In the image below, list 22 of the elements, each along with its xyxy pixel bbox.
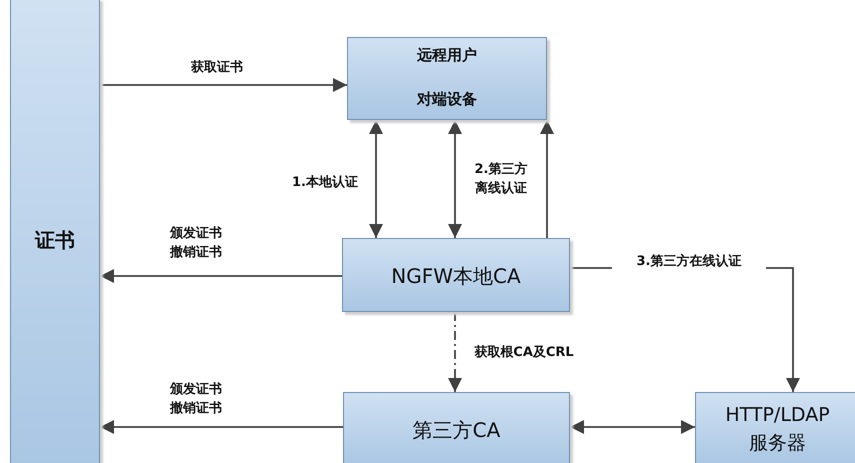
node-label: 对端设备 [416, 90, 478, 109]
node-label: 证书 [34, 227, 76, 254]
arrow [100, 420, 343, 434]
arrow [369, 120, 383, 238]
node-label: 远程用户 [416, 46, 478, 65]
process-box [342, 238, 570, 312]
arrow [448, 120, 462, 238]
dashed-arrow [448, 312, 462, 392]
edge-label: 1.本地认证 [291, 174, 359, 192]
process-box [695, 392, 855, 463]
edge-label: 2.第三方离线认证 [474, 160, 528, 198]
arrow [570, 420, 695, 434]
edge-label: 3.第三方在线认证 [612, 252, 766, 271]
arrow [540, 120, 554, 238]
node-label: NGFW本地CA [390, 263, 522, 290]
node-label: HTTP/LDAP 服务器 [724, 403, 831, 456]
process-box [343, 392, 570, 463]
node-label: 第三方CA [412, 417, 502, 444]
arrow [100, 78, 347, 92]
arrow [100, 269, 342, 283]
process-box [347, 37, 547, 120]
certificate-panel [10, 0, 100, 463]
